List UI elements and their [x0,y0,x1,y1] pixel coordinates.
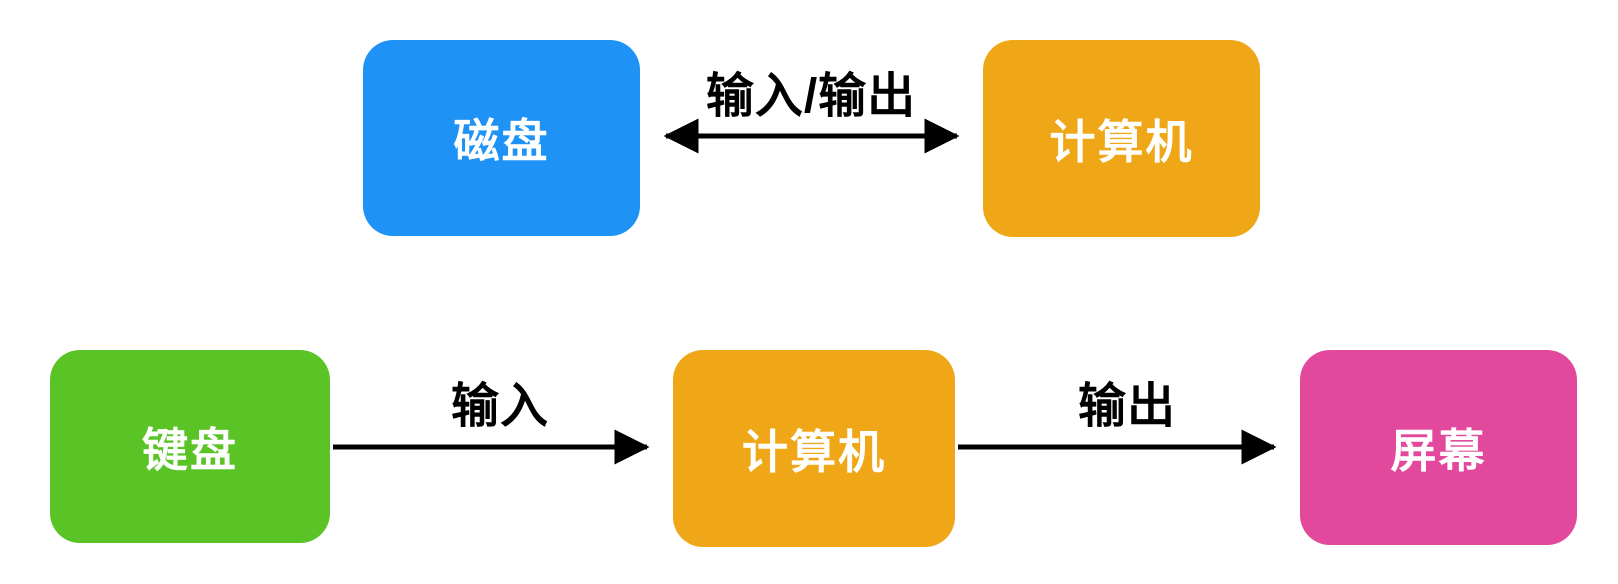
node-disk-label: 磁盘 [453,115,550,167]
node-keyboard: 键盘 [50,350,330,543]
edge-label-input: 输入 [450,380,550,433]
node-computer-bottom-label: 计算机 [742,425,886,478]
node-computer-top: 计算机 [983,40,1260,237]
edge-label-output: 输出 [1077,380,1177,433]
edge-label-input-output: 输入/输出 [705,70,917,123]
node-screen: 屏幕 [1300,350,1577,545]
node-keyboard-label: 键盘 [142,423,238,476]
node-disk: 磁盘 [363,40,640,236]
node-computer-bottom: 计算机 [673,350,955,547]
node-screen-label: 屏幕 [1390,424,1487,477]
node-computer-top-label: 计算机 [1049,115,1194,168]
